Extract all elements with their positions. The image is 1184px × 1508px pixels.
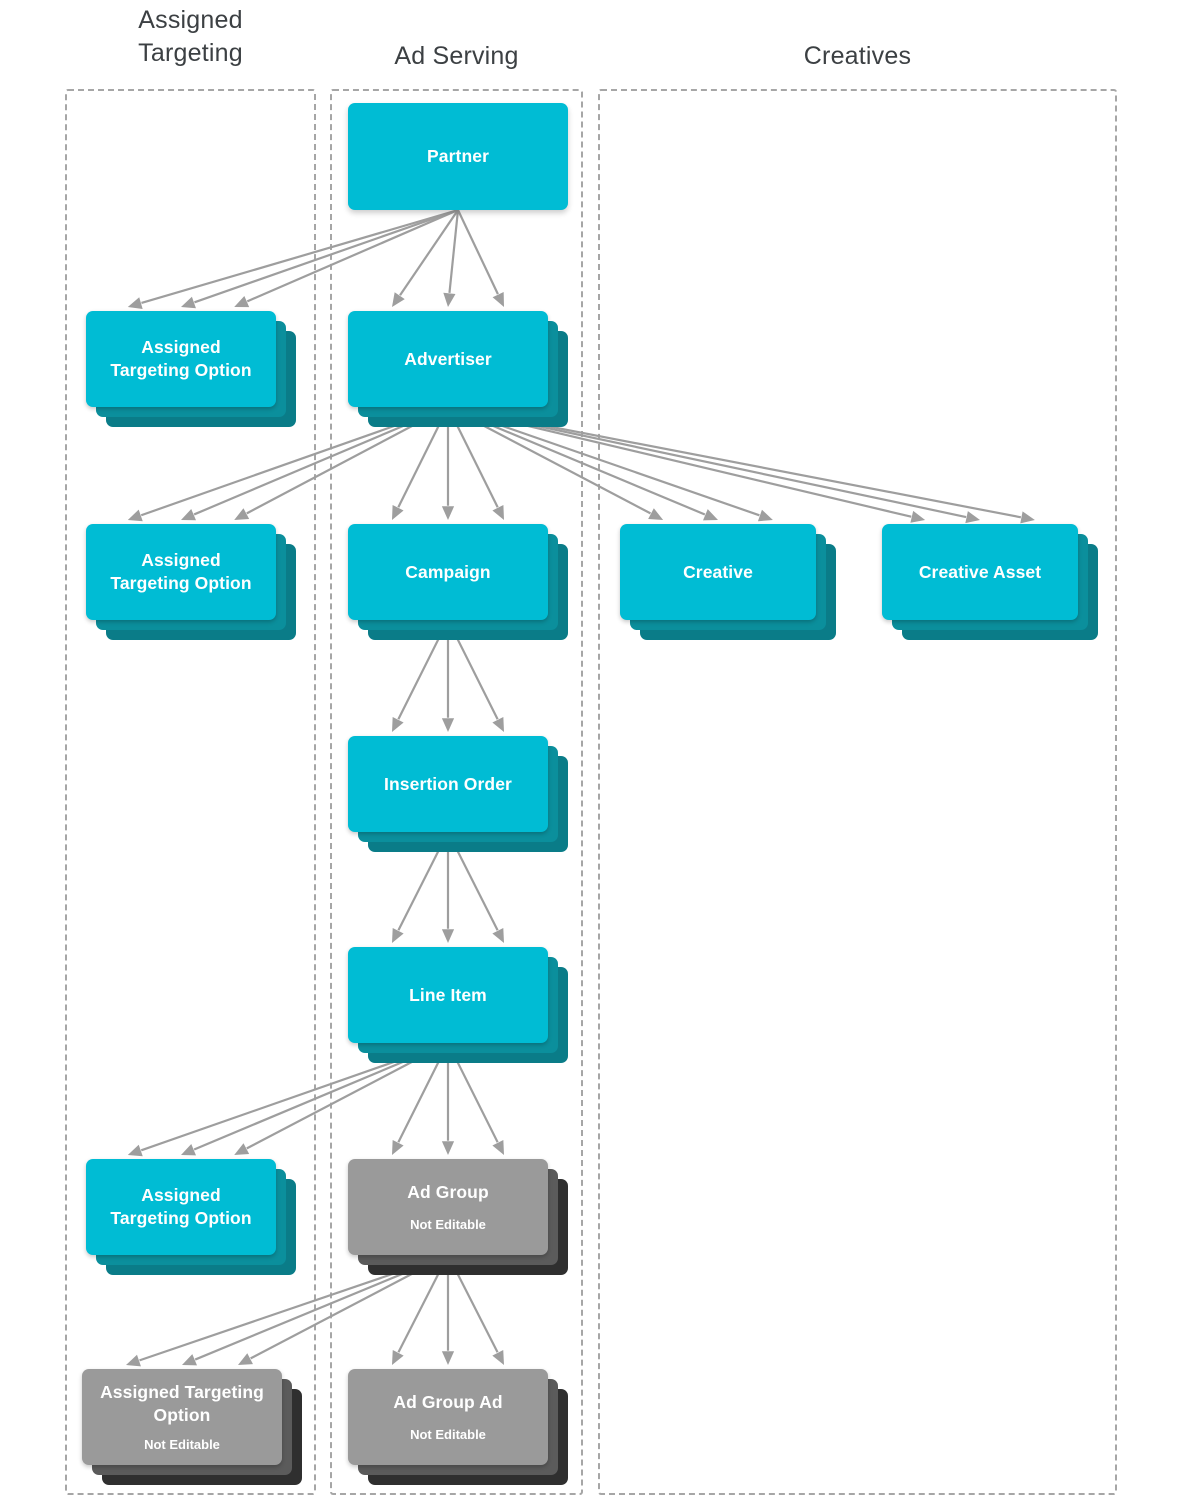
node-partner-label: Partner [427,146,489,166]
node-label: Line Item [409,984,487,1005]
column-title-ad-serving: Ad Serving [394,42,519,70]
node-creative-asset[interactable]: Creative Asset [882,524,1098,640]
node-status-badge: Not Editable [144,1437,220,1452]
node-partner[interactable]: Partner [348,103,568,210]
node-label: Assigned Targeting Option [100,1382,264,1425]
node-label: Assigned Targeting Option [110,1185,252,1228]
node-status-badge: Not Editable [410,1427,486,1442]
node-assigned-targeting-option-ad-group[interactable]: Assigned Targeting Option Not Editable [82,1369,302,1485]
column-container-ad-serving [330,89,583,1495]
column-title-creatives: Creatives [803,42,912,70]
node-assigned-targeting-option-line-item[interactable]: Assigned Targeting Option [86,1159,296,1275]
node-advertiser[interactable]: Advertiser [348,311,568,427]
node-ad-group[interactable]: Ad Group Not Editable [348,1159,568,1275]
column-container-creatives [598,89,1117,1495]
node-label: Assigned Targeting Option [110,337,252,380]
node-assigned-targeting-option-partner[interactable]: Assigned Targeting Option [86,311,296,427]
node-label: Ad Group [407,1182,489,1202]
node-campaign[interactable]: Campaign [348,524,568,640]
node-label: Campaign [405,561,491,582]
node-ad-group-ad[interactable]: Ad Group Ad Not Editable [348,1369,568,1485]
column-container-assigned-targeting [65,89,316,1495]
node-label: Creative Asset [918,561,1042,582]
node-label: Assigned Targeting Option [110,550,252,593]
node-label: Creative [683,561,753,582]
column-title-line-1: Assigned [138,6,243,34]
node-line-item[interactable]: Line Item [348,947,568,1063]
node-label: Ad Group Ad [393,1392,503,1412]
node-assigned-targeting-option-advertiser[interactable]: Assigned Targeting Option [86,524,296,640]
column-title-line-2: Targeting [138,39,243,67]
node-status-badge: Not Editable [410,1217,486,1232]
node-label: Insertion Order [384,773,512,794]
node-insertion-order[interactable]: Insertion Order [348,736,568,852]
column-title-assigned-targeting: Assigned Targeting [65,4,316,70]
node-creative[interactable]: Creative [620,524,836,640]
node-label: Advertiser [404,348,492,369]
